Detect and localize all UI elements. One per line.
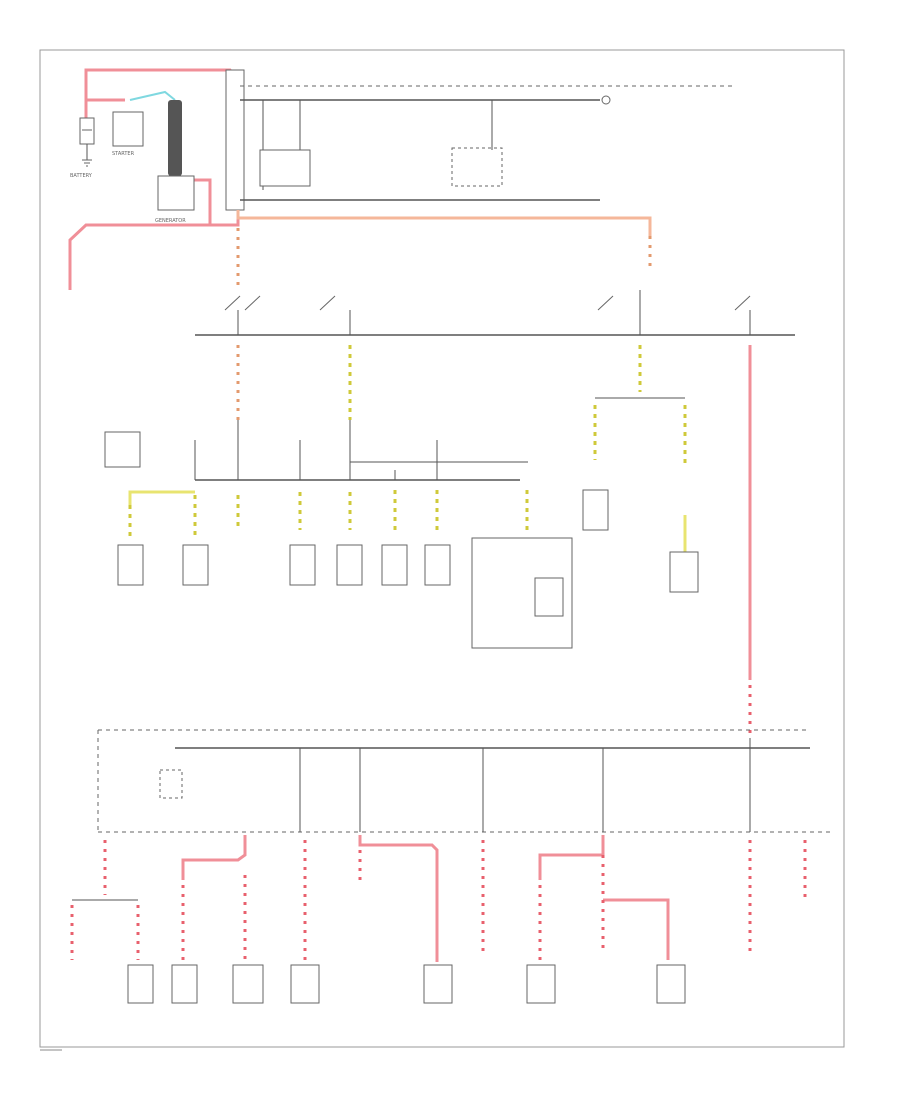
diagram-frame [39,49,845,1048]
fusible-link-coil [168,100,182,176]
load-7 [656,964,686,1004]
generator-label: GENERATOR [155,218,186,224]
load-2 [171,964,198,1004]
load-5 [423,964,453,1004]
load-6 [526,964,556,1004]
mid-component-6 [424,544,451,586]
ignition-switch-4 [734,295,751,335]
battery-label: BATTERY [70,173,93,179]
mid-component-2 [182,544,209,586]
mid-component-4 [336,544,363,586]
top-relay-a [259,149,311,187]
lower-relay [159,769,183,799]
starter-cable-cyan [129,90,176,101]
top-relay-b [451,147,503,187]
mid-component-1 [117,544,144,586]
ignition-switch-2-blade [319,295,336,311]
output-wire-7 [538,835,605,880]
ignition-switch-4-blade [734,295,751,311]
ignition-switch-2 [319,295,351,335]
output-wire-8 [603,898,670,960]
output-wire-5 [358,835,439,962]
mid-component-8 [669,551,699,593]
battery-ground-icon [82,159,92,167]
fusible-link-box [225,69,245,211]
starter-symbol [112,111,144,147]
ignition-switch-3-blade [597,295,614,311]
load-1 [127,964,154,1004]
load-3 [232,964,264,1004]
generator-symbol [157,175,195,211]
ignition-switch-1-blade-2 [244,295,261,311]
fuse-branch-1 [128,440,197,540]
output-wire-2 [181,835,247,880]
mid-component-5 [381,544,408,586]
ignition-switch-3 [597,290,641,335]
ignition-switch-1-blade [224,295,241,311]
battery-positive-wire [68,68,240,290]
starter-label: STARTER [112,151,135,157]
ignition-switch-1 [224,295,261,335]
source-cluster: BATTERY STARTER GENERATOR [68,68,245,290]
mid-component-relay [104,431,141,468]
mid-component-3 [289,544,316,586]
load-4 [290,964,320,1004]
fuse-branch-1-wire [128,490,195,505]
ignition-feed-wire [236,210,652,236]
mid-module-part [534,577,564,617]
battery-symbol [79,117,95,145]
top-connector [601,95,611,105]
mid-component-7 [582,489,609,531]
